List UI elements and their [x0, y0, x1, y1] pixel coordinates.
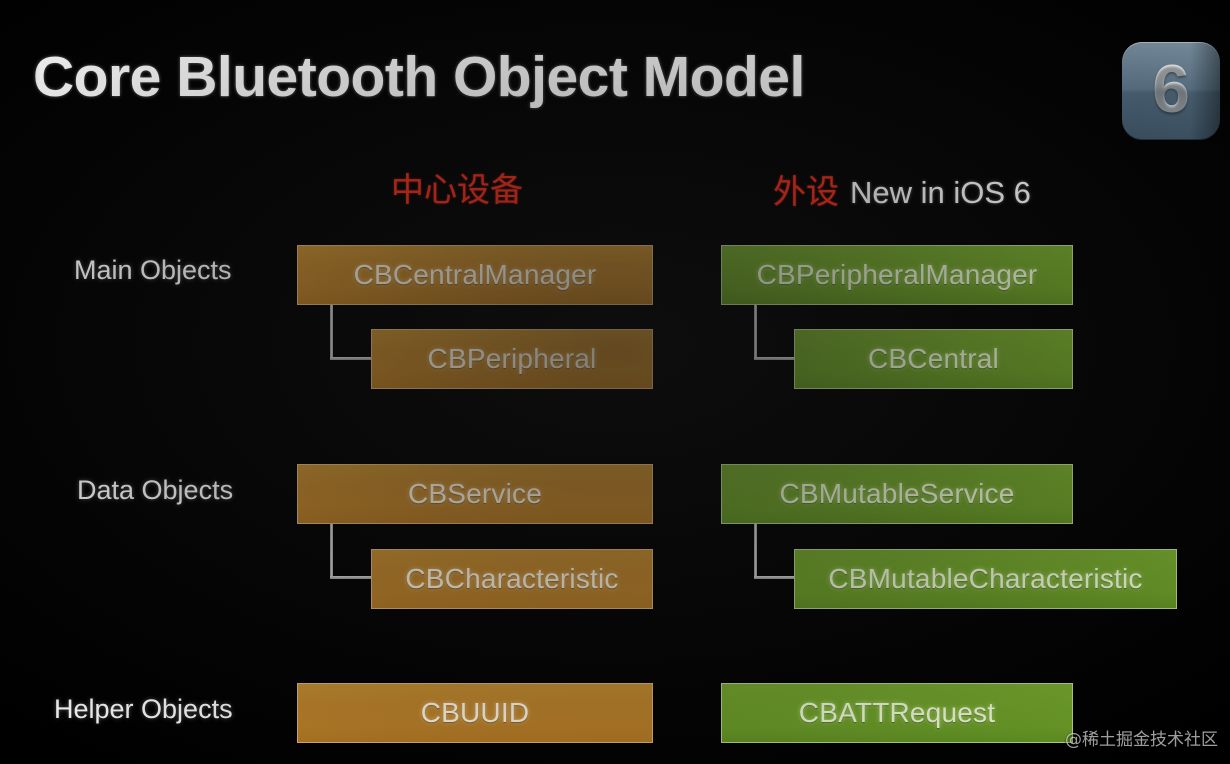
row-label-data-objects: Data Objects	[77, 475, 234, 505]
connector-vertical-segment	[330, 303, 333, 360]
ios-6-badge-number: 6	[1152, 51, 1190, 127]
connector-cbcentralmanager-to-cbperipheral	[330, 303, 373, 360]
node-cbmutablecharacteristic[interactable]: CBMutableCharacteristic	[794, 549, 1177, 609]
connector-vertical-segment	[330, 522, 333, 579]
node-cbperipheralmanager[interactable]: CBPeripheralManager	[721, 245, 1073, 305]
row-label-main-objects: Main Objects	[74, 255, 232, 285]
node-cbservice[interactable]: CBService	[297, 464, 653, 524]
node-cbattrequest[interactable]: CBATTRequest	[721, 683, 1073, 743]
connector-horizontal-segment	[754, 357, 796, 360]
ios-6-badge-icon: 6	[1122, 42, 1220, 140]
annotation-central-chinese: 中心设备	[391, 170, 523, 209]
annotation-new-in-ios-6: New in iOS 6	[850, 175, 1031, 210]
node-cbmutableservice[interactable]: CBMutableService	[721, 464, 1073, 524]
connector-vertical-segment	[754, 303, 757, 360]
connector-cbmutableservice-to-cbmutablecharacteristic	[754, 522, 796, 579]
connector-horizontal-segment	[754, 576, 796, 579]
connector-vertical-segment	[754, 522, 757, 579]
page-title: Core Bluetooth Object Model	[33, 45, 805, 109]
annotation-peripheral-group: 外设 New in iOS 6	[773, 175, 1031, 208]
connector-cbservice-to-cbcharacteristic	[330, 522, 373, 579]
node-cbperipheral[interactable]: CBPeripheral	[371, 329, 653, 389]
node-cbcentralmanager[interactable]: CBCentralManager	[297, 245, 653, 305]
connector-horizontal-segment	[330, 576, 373, 579]
annotation-peripheral-chinese: 外设	[773, 172, 839, 211]
watermark: @稀土掘金技术社区	[1065, 730, 1218, 750]
node-cbuuid[interactable]: CBUUID	[297, 683, 653, 743]
connector-cbperipheralmanager-to-cbcentral	[754, 303, 796, 360]
row-label-helper-objects: Helper Objects	[54, 694, 233, 724]
node-cbcharacteristic[interactable]: CBCharacteristic	[371, 549, 653, 609]
node-cbcentral[interactable]: CBCentral	[794, 329, 1073, 389]
connector-horizontal-segment	[330, 357, 373, 360]
